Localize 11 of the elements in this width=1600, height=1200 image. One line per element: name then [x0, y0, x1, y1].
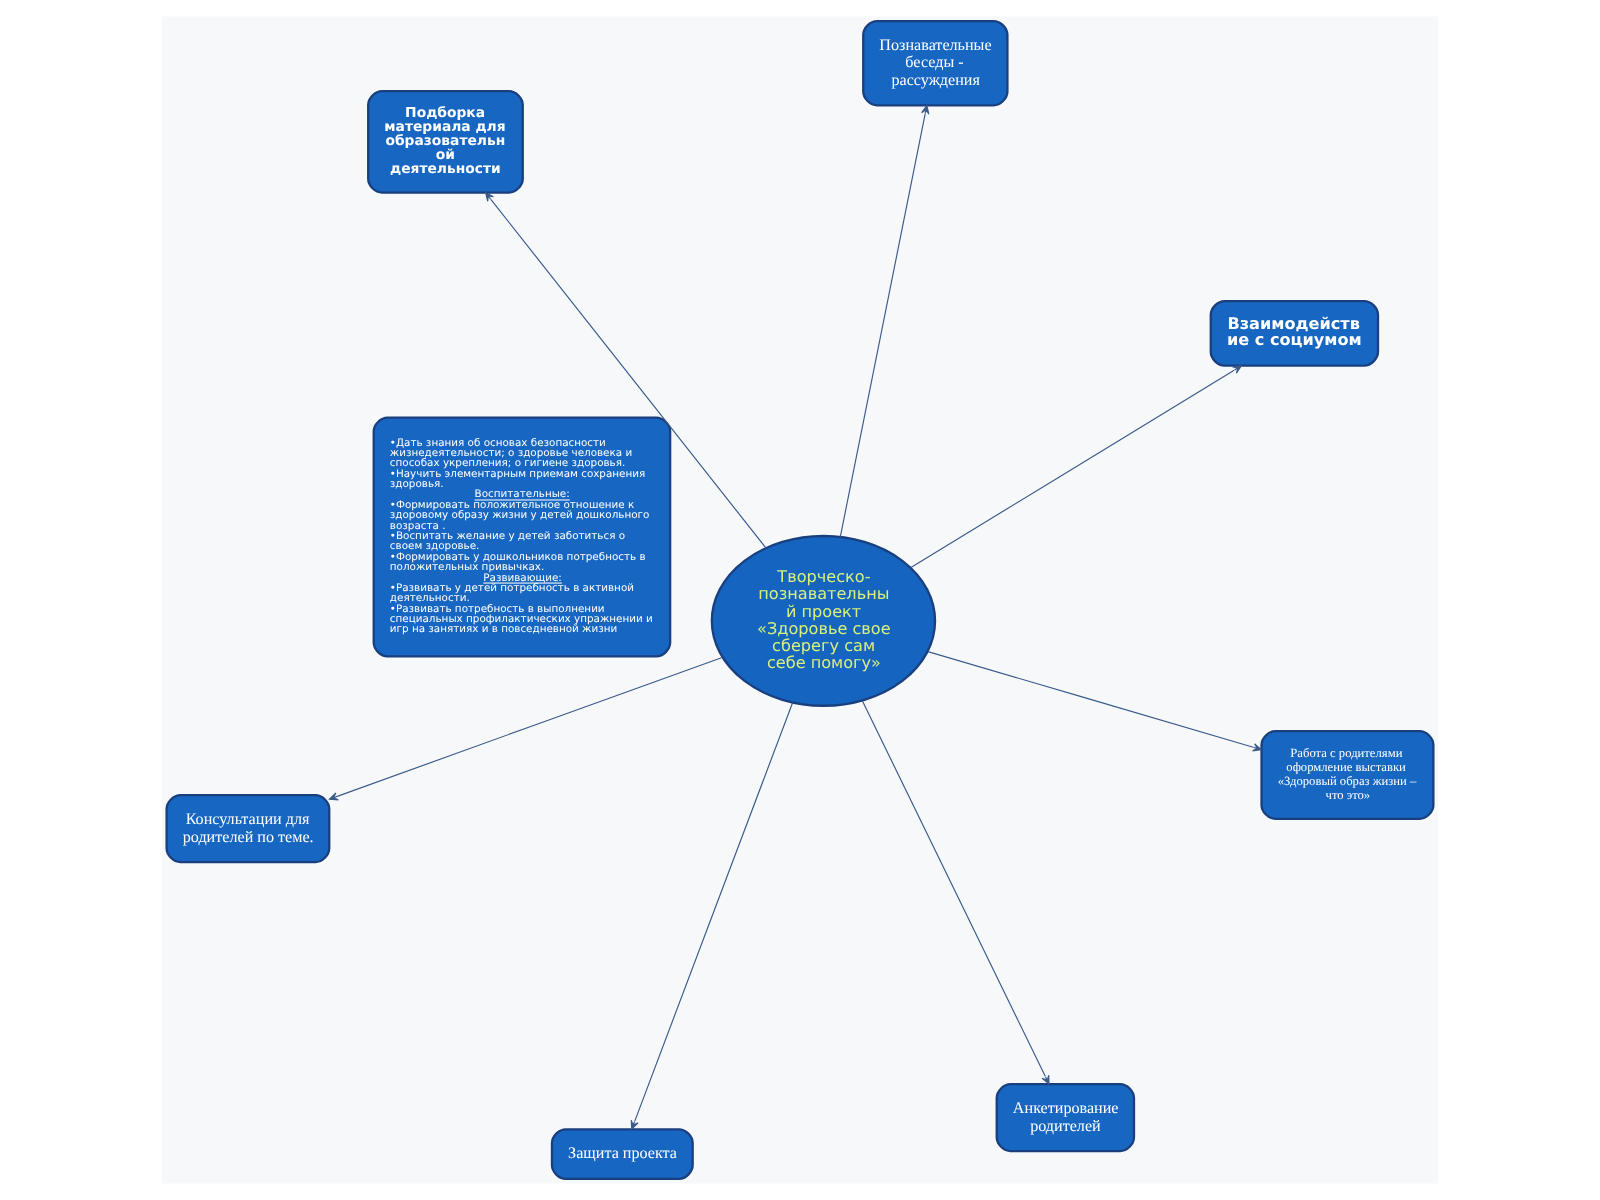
arrow: [328, 656, 723, 801]
arrow: [910, 365, 1242, 569]
node-box: Защита проекта: [550, 1128, 694, 1181]
arrow: [485, 192, 767, 549]
arrow: [927, 651, 1262, 752]
node-box: Консультации для родителей по теме.: [165, 793, 331, 864]
arrow: [630, 701, 794, 1130]
arrow: [839, 104, 930, 538]
node-box: Анкетирование родителей: [995, 1083, 1136, 1153]
arrow: [861, 700, 1050, 1085]
node-box: Познавательные беседы - рассуждения: [862, 19, 1009, 107]
